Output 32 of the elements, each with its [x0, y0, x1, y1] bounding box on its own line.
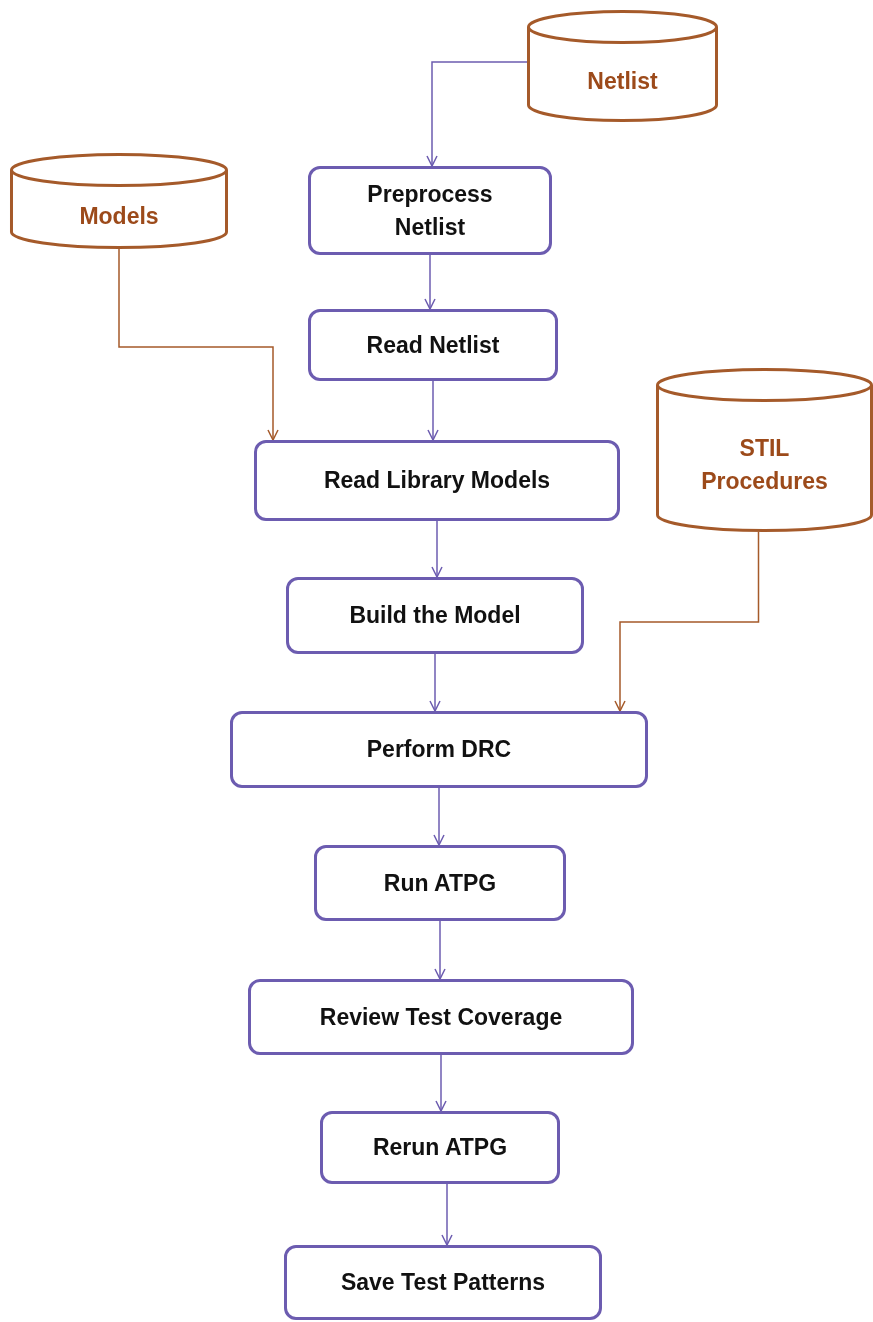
node-label: Read Netlist	[365, 330, 501, 360]
process-box	[314, 845, 566, 921]
process-box	[248, 979, 634, 1055]
node-label: Rerun ATPG	[371, 1133, 509, 1162]
arrow	[433, 787, 445, 846]
node-label: Read Library Models	[322, 466, 552, 495]
node-label: STIL Procedures	[700, 434, 829, 496]
arrow	[429, 653, 441, 712]
node-label: Run ATPG	[382, 868, 498, 898]
arrow	[435, 1054, 447, 1112]
arrow	[431, 520, 443, 578]
node-label: Perform DRC	[365, 735, 513, 764]
arrow	[434, 920, 446, 980]
process-box	[284, 1245, 602, 1320]
arrow	[614, 531, 760, 712]
process-box	[254, 440, 620, 521]
node-label: Review Test Coverage	[318, 1002, 564, 1032]
arrow	[427, 380, 439, 441]
process-box	[286, 577, 584, 654]
node-label: Models	[78, 201, 160, 231]
node-label: Preprocess Netlist	[366, 179, 494, 242]
arrow	[441, 1183, 453, 1246]
node-label: Build the Model	[348, 601, 522, 630]
arrow	[426, 61, 528, 167]
node-label: Netlist	[586, 66, 659, 96]
process-box	[320, 1111, 560, 1184]
process-box	[230, 711, 648, 788]
arrow	[118, 248, 279, 441]
process-box	[308, 309, 558, 381]
arrow	[424, 254, 436, 310]
process-box	[308, 166, 552, 255]
node-label: Save Test Patterns	[339, 1268, 547, 1297]
